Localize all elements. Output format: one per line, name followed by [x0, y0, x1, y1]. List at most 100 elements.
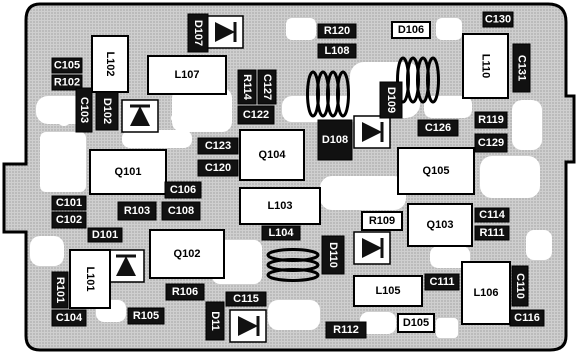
coil-symbols	[266, 56, 440, 282]
coil-icon	[396, 56, 440, 104]
component-body	[164, 181, 202, 199]
component-body	[321, 235, 345, 275]
component-d109: D109	[379, 81, 403, 119]
component-label: Q101	[115, 166, 142, 178]
component-body	[424, 273, 460, 291]
component-body	[51, 211, 87, 229]
component-body	[51, 195, 87, 211]
component-label: R103	[124, 205, 150, 217]
diode-icon	[206, 15, 244, 49]
component-label: D108	[322, 134, 348, 146]
component-body	[237, 69, 257, 105]
components: C130D106R120C131L110L108D107C105R102L102…	[51, 11, 545, 341]
component-body	[317, 43, 357, 59]
component-r102: R102	[51, 74, 83, 91]
component-body	[69, 249, 111, 309]
component-body	[509, 309, 545, 327]
component-body	[51, 74, 83, 91]
component-c102: C102	[51, 211, 87, 229]
component-label: C114	[479, 209, 506, 221]
component-body	[474, 225, 510, 241]
component-q101: Q101	[89, 149, 167, 195]
component-body	[51, 309, 87, 327]
component-body	[407, 203, 473, 247]
component-label: C115	[233, 293, 259, 305]
component-c104: C104	[51, 309, 87, 327]
component-r105: R105	[127, 307, 165, 325]
component-label: C126	[425, 122, 451, 134]
component-body	[149, 229, 225, 279]
component-label: C104	[56, 312, 83, 324]
component-body	[237, 105, 275, 125]
component-l106: L106	[461, 261, 511, 325]
component-label: Q105	[423, 165, 450, 177]
component-c123: C123	[197, 137, 239, 155]
component-d11x: D11	[205, 301, 225, 341]
component-label: D11	[209, 311, 221, 331]
component-body	[461, 261, 511, 325]
component-body	[474, 133, 508, 153]
component-d110: D110	[321, 235, 345, 275]
component-body	[474, 207, 510, 223]
component-body	[147, 55, 227, 95]
component-l103: L103	[239, 187, 321, 225]
component-label: C101	[56, 197, 82, 209]
component-label: D101	[92, 229, 118, 241]
component-body	[239, 187, 321, 225]
component-label: C110	[514, 273, 526, 299]
component-c101: C101	[51, 195, 87, 211]
component-body	[317, 23, 357, 39]
component-label: D109	[385, 87, 397, 113]
component-body	[353, 275, 423, 307]
component-body	[462, 33, 509, 99]
component-r119: R119	[474, 111, 508, 129]
component-c120: C120	[197, 159, 239, 177]
component-label: R111	[479, 227, 504, 239]
diode-icon	[229, 309, 267, 343]
component-body	[197, 137, 239, 155]
component-label: C120	[205, 162, 231, 174]
component-body	[397, 313, 435, 333]
component-d108: D108	[317, 119, 353, 161]
component-l101: L101	[69, 249, 111, 309]
component-body	[91, 35, 129, 93]
component-label: Q103	[427, 219, 454, 231]
component-r120: R120	[317, 23, 357, 39]
component-label: L103	[267, 200, 292, 212]
component-l102: L102	[91, 35, 129, 93]
component-body	[225, 291, 267, 307]
component-label: C122	[243, 109, 269, 121]
diode-icon	[353, 115, 391, 149]
component-l108: L108	[317, 43, 357, 59]
component-body	[379, 81, 403, 119]
component-label: C106	[170, 184, 196, 196]
component-body	[317, 119, 353, 161]
component-body	[51, 57, 83, 74]
component-label: C123	[205, 140, 231, 152]
component-l105: L105	[353, 275, 423, 307]
component-r106: R106	[165, 283, 205, 301]
component-d101: D101	[87, 227, 123, 243]
component-label: C129	[478, 137, 504, 149]
diode-icon	[107, 249, 145, 283]
component-body	[95, 91, 119, 131]
component-d106: D106	[391, 21, 431, 39]
component-c105: C105	[51, 57, 83, 74]
component-body	[474, 111, 508, 129]
component-body	[165, 283, 205, 301]
component-label: D105	[403, 317, 429, 329]
component-label: C108	[168, 205, 194, 217]
component-label: C131	[516, 55, 528, 81]
component-c127: C127	[257, 69, 277, 105]
component-body	[89, 149, 167, 195]
component-q105: Q105	[397, 147, 475, 195]
diode-icon	[121, 99, 159, 133]
component-label: L101	[84, 266, 96, 291]
component-body	[117, 201, 157, 221]
diode-icon	[353, 231, 391, 265]
coil-icon	[306, 70, 350, 118]
component-label: C102	[56, 214, 82, 226]
component-body	[257, 69, 277, 105]
component-body	[75, 87, 93, 133]
coil-icon	[266, 248, 320, 282]
